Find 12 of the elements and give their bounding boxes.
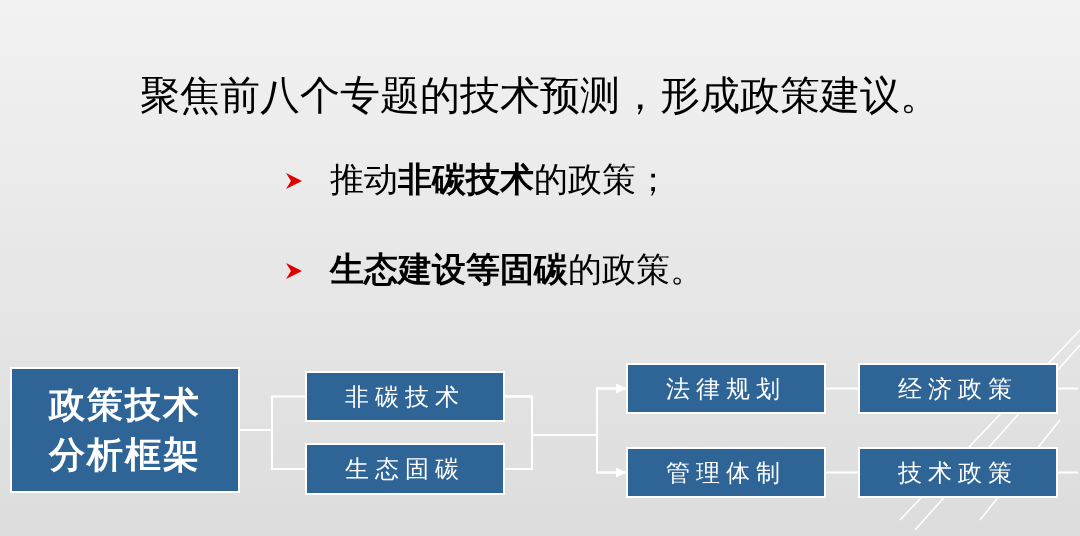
framework-box: 经济政策: [858, 363, 1058, 414]
framework-box: 生态固碳: [305, 443, 505, 495]
connector-line: [825, 471, 859, 474]
framework-box: 非碳技术: [305, 371, 505, 422]
framework-box: 管理体制: [626, 447, 826, 498]
connector-line: [1057, 471, 1079, 474]
bullet-text: 推动非碳技术的政策；: [330, 158, 670, 201]
framework-box: 政策技术分析框架: [10, 367, 240, 493]
framework-box: 法律规划: [626, 363, 826, 414]
framework-box: 技术政策: [858, 447, 1058, 498]
heading: 聚焦前八个专题的技术预测，形成政策建议。: [139, 71, 941, 120]
bullet-text: 生态建设等固碳的政策。: [330, 248, 704, 291]
